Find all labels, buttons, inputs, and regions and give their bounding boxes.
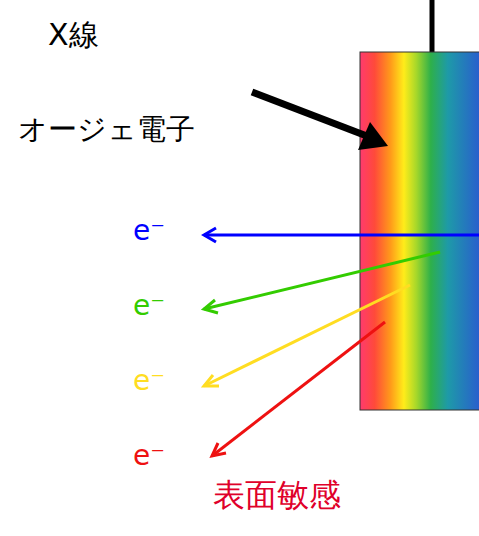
electron-label: e⁻ <box>133 291 165 322</box>
note-label: 表面敏感 <box>213 478 341 513</box>
electron-arrow-green <box>204 252 440 313</box>
electron-label: e⁻ <box>133 441 165 472</box>
electron-label: e⁻ <box>133 366 165 397</box>
electron-arrow-yellow <box>204 285 410 386</box>
electron-label: e⁻ <box>133 216 165 247</box>
xray-arrow <box>252 92 388 150</box>
electron-arrow-blue <box>204 228 479 242</box>
xray-label: X線 <box>48 18 99 51</box>
sample-block <box>360 52 479 410</box>
auger-label: オージェ電子 <box>18 114 195 146</box>
sample-holder <box>430 0 435 52</box>
electron-arrow-red <box>212 322 385 456</box>
